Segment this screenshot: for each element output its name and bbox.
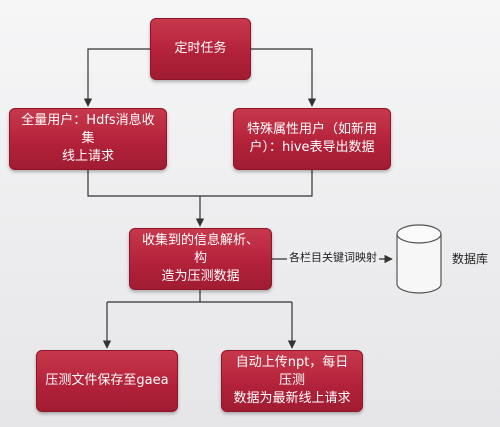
node-save-to-gaea-line-1: 压测文件保存至gaea: [45, 373, 169, 388]
node-collect-parse-line-2: 造为压测数据: [161, 269, 240, 284]
database-label: 数据库: [452, 252, 489, 266]
database-cylinder-icon: [396, 224, 442, 294]
node-special-users: 特殊属性用户（如新用 户）：hive表导出数据: [233, 108, 391, 170]
node-auto-upload-npt: 自动上传npt，每日压测 数据为最新线上请求: [221, 350, 363, 412]
node-save-to-gaea: 压测文件保存至gaea: [36, 350, 178, 412]
connector-timer-to-special: [251, 48, 317, 107]
node-auto-upload-npt-line-2: 数据为最新线上请求: [233, 391, 351, 406]
edge-label-keyword-mapping: 各栏目关键词映射: [287, 251, 379, 265]
node-full-users-line-2: 线上请求: [61, 149, 114, 164]
node-auto-upload-npt-line-1: 自动上传npt，每日压测: [235, 355, 349, 388]
node-scheduled-task: 定时任务: [150, 18, 251, 80]
connector-timer-to-full: [83, 48, 150, 107]
node-full-users-line-1: 全量用户：Hdfs消息收集: [21, 113, 155, 146]
node-collect-parse-line-1: 收集到的信息解析、构: [141, 233, 259, 266]
connector-full-to-merge: [87, 170, 313, 197]
node-scheduled-task-line-1: 定时任务: [174, 41, 227, 56]
node-collect-parse: 收集到的信息解析、构 造为压测数据: [129, 228, 272, 290]
node-full-users: 全量用户：Hdfs消息收集 线上请求: [9, 108, 167, 170]
node-special-users-line-2: 户）：hive表导出数据: [249, 140, 375, 155]
node-special-users-line-1: 特殊属性用户（如新用: [246, 122, 377, 137]
